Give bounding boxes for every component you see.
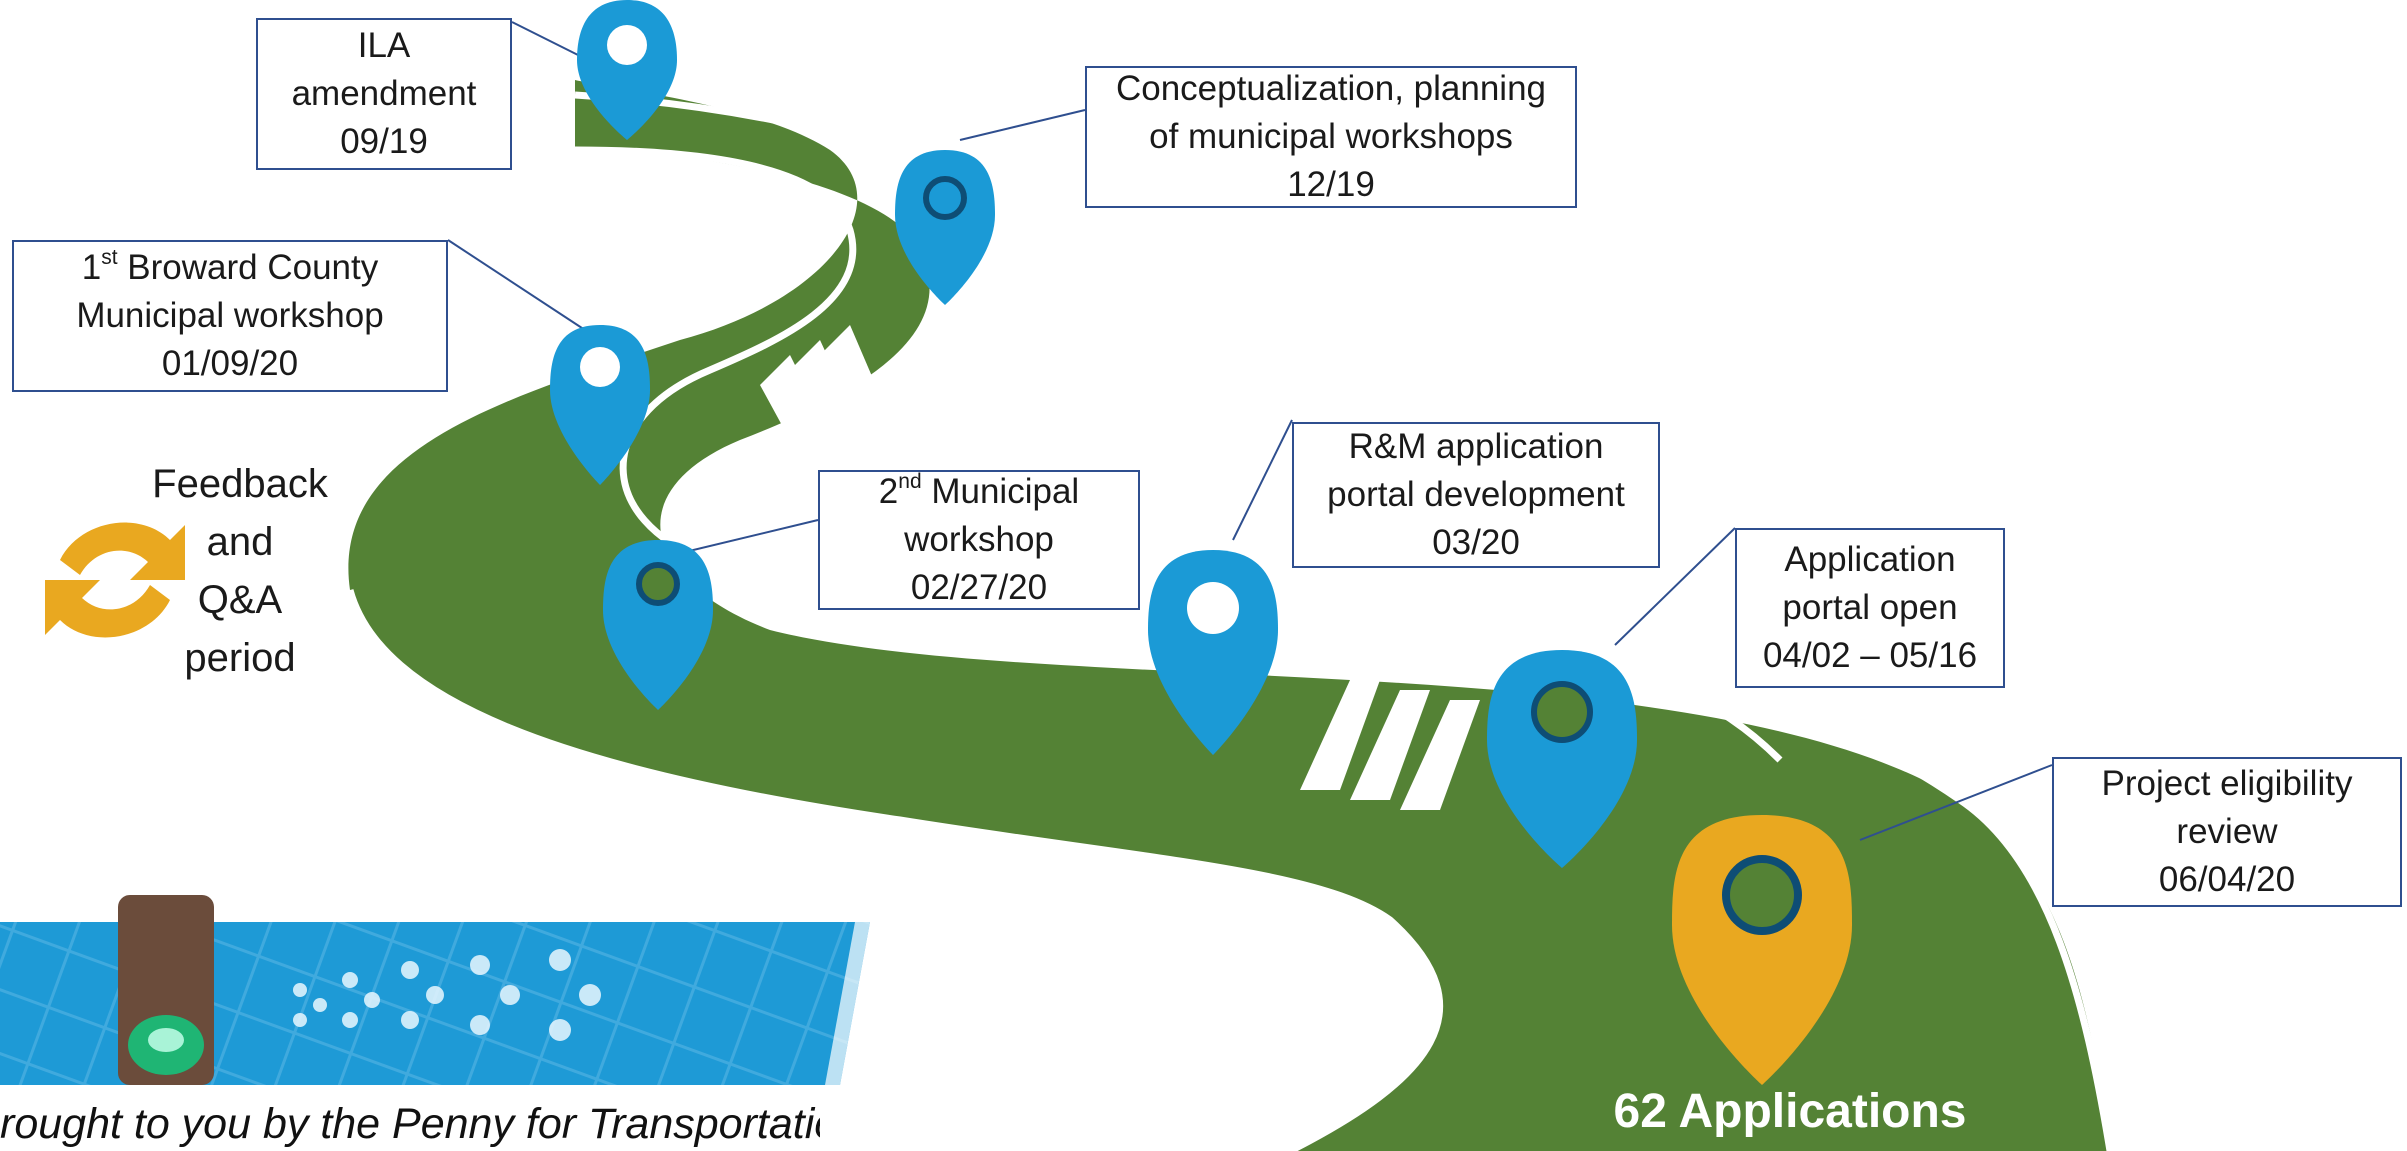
milestone-workshop2-line2: workshop	[904, 520, 1054, 559]
milestone-workshop1-line2: Municipal workshop	[76, 296, 384, 335]
workshop1-title: Broward County	[117, 248, 379, 287]
milestone-portal-dev-date: 03/20	[1432, 523, 1520, 562]
feedback-line2: and	[206, 520, 274, 564]
milestone-portal-open-line1: Application	[1784, 540, 1956, 579]
milestone-workshop2-date: 02/27/20	[910, 568, 1048, 607]
milestone-ila-line2: amendment	[291, 74, 477, 113]
workshop1-ordinal: 1	[81, 248, 102, 287]
milestone-concept-box: Conceptualization, planning of municipal…	[1085, 66, 1577, 208]
workshop1-ordinal-suffix: st	[101, 246, 118, 270]
milestone-eligibility-date: 06/04/20	[2158, 860, 2296, 899]
map-pin-icon-workshop1	[550, 325, 650, 485]
map-pin-icon-concept	[895, 150, 995, 305]
milestone-workshop1-date: 01/09/20	[161, 344, 299, 383]
feedback-line3: Q&A	[197, 578, 283, 622]
dot-arrow-pattern	[293, 949, 601, 1041]
milestone-eligibility-line1: Project eligibility	[2101, 764, 2353, 803]
milestone-portal-open-box: Application portal open 04/02 – 05/16	[1735, 528, 2005, 688]
milestone-workshop2-line1: 2nd Municipal	[879, 468, 1079, 516]
milestone-workshop2-box: 2nd Municipal workshop 02/27/20	[818, 470, 1140, 610]
milestone-portal-dev-line1: R&M application	[1348, 427, 1604, 466]
milestone-concept-line1: Conceptualization, planning	[1115, 69, 1547, 108]
milestone-portal-open-date: 04/02 – 05/16	[1762, 636, 1978, 675]
connector-lines	[447, 21, 2053, 841]
penny-for-transportation-banner	[0, 895, 870, 1085]
feedback-line4: period	[184, 636, 296, 680]
milestone-eligibility-line2: review	[2176, 812, 2278, 851]
map-pin-icon-workshop2	[603, 540, 713, 710]
workshop2-ordinal-suffix: nd	[898, 470, 922, 494]
milestone-concept-date: 12/19	[1287, 165, 1375, 204]
map-pin-icon-eligibility	[1672, 815, 1852, 1085]
refresh-cycle-icon	[45, 522, 185, 638]
milestone-eligibility-box: Project eligibility review 06/04/20	[2052, 757, 2402, 907]
milestone-ila-box: ILA amendment 09/19	[256, 18, 512, 170]
map-pin-icon-portal-dev	[1148, 550, 1278, 755]
milestone-portal-dev-box: R&M application portal development 03/20	[1292, 422, 1660, 568]
chevron-arrows-icon	[760, 325, 1480, 810]
milestone-ila-line1: ILA	[357, 26, 411, 65]
workshop2-title: Municipal	[921, 472, 1080, 511]
milestone-portal-open-line2: portal open	[1782, 588, 1958, 627]
map-pin-icon-portal-open	[1487, 650, 1637, 868]
traffic-light-icon	[118, 895, 214, 1085]
feedback-line1: Feedback	[152, 462, 328, 506]
banner-caption: rought to you by the Penny for Transport…	[0, 1100, 820, 1148]
feedback-period-label: Feedback and Q&A period	[140, 455, 340, 687]
milestone-portal-dev-line2: portal development	[1327, 475, 1625, 514]
milestone-workshop1-box: 1st Broward County Municipal workshop 01…	[12, 240, 448, 392]
milestone-workshop1-line1: 1st Broward County	[82, 244, 378, 292]
workshop2-ordinal: 2	[878, 472, 899, 511]
map-pin-icon-ila	[577, 0, 677, 140]
milestone-concept-line2: of municipal workshops	[1149, 117, 1513, 156]
milestone-ila-date: 09/19	[340, 122, 428, 161]
applications-count: 62 Applications	[1613, 1085, 1967, 1138]
